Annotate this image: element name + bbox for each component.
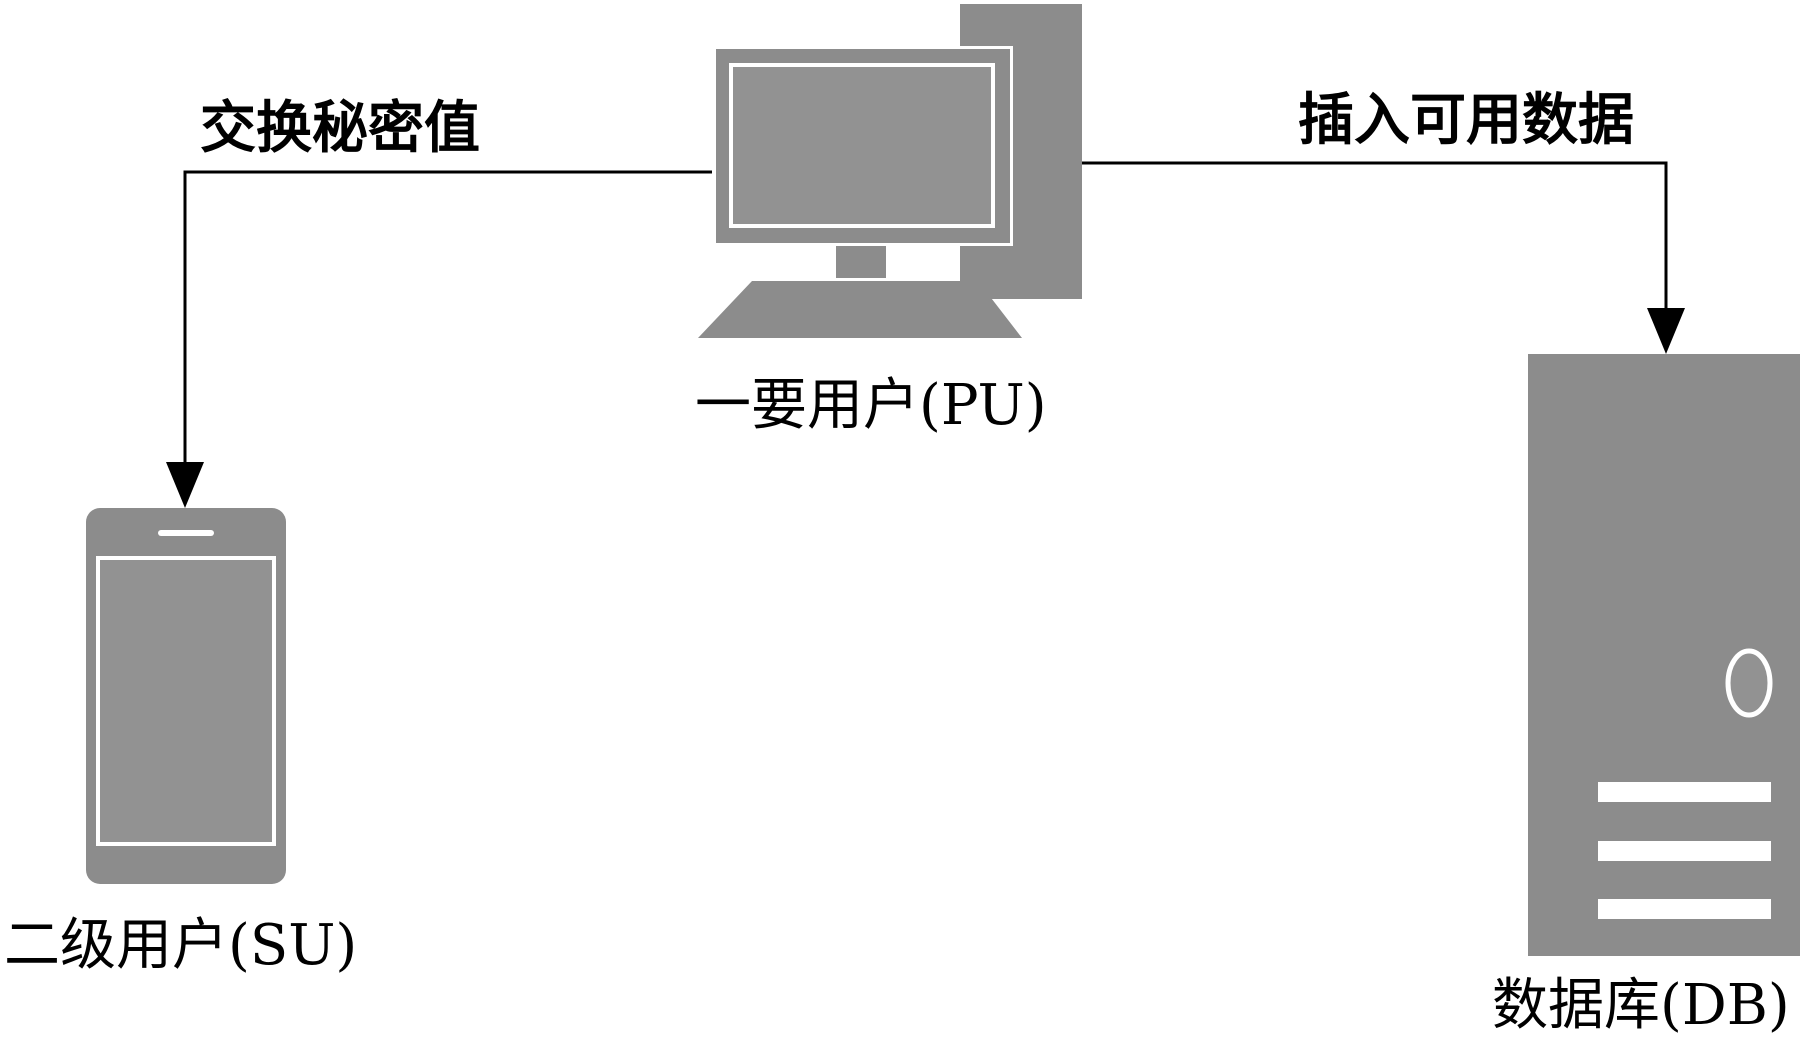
phone-screen bbox=[96, 556, 276, 846]
edge-pu-db bbox=[1082, 161, 1685, 354]
edge-pu-su-arrowhead bbox=[166, 462, 204, 508]
edge-label-exchange-secret: 交换秘密值 bbox=[200, 95, 480, 161]
edge-pu-su-line bbox=[183, 170, 712, 468]
server-slot-1 bbox=[1598, 782, 1771, 802]
phone-speaker bbox=[158, 530, 214, 536]
edge-pu-db-line bbox=[1082, 161, 1668, 313]
computer-monitor-screen bbox=[729, 63, 995, 228]
smartphone-icon bbox=[86, 508, 286, 884]
computer-keyboard bbox=[698, 281, 1022, 338]
node-label-primary-user: 一要用户(PU) bbox=[695, 373, 1047, 438]
desktop-computer-icon bbox=[698, 4, 1082, 338]
edge-pu-su bbox=[166, 170, 712, 508]
edge-label-insert-data: 插入可用数据 bbox=[1298, 87, 1634, 153]
server-slot-3 bbox=[1598, 899, 1771, 919]
computer-monitor-stand bbox=[836, 246, 886, 278]
server-tower-icon bbox=[1528, 354, 1800, 956]
node-label-database: 数据库(DB) bbox=[1492, 973, 1790, 1038]
server-slot-2 bbox=[1598, 841, 1771, 861]
server-power-button bbox=[1725, 648, 1773, 718]
node-label-secondary-user: 二级用户(SU) bbox=[4, 913, 358, 978]
edge-pu-db-arrowhead bbox=[1647, 308, 1685, 354]
